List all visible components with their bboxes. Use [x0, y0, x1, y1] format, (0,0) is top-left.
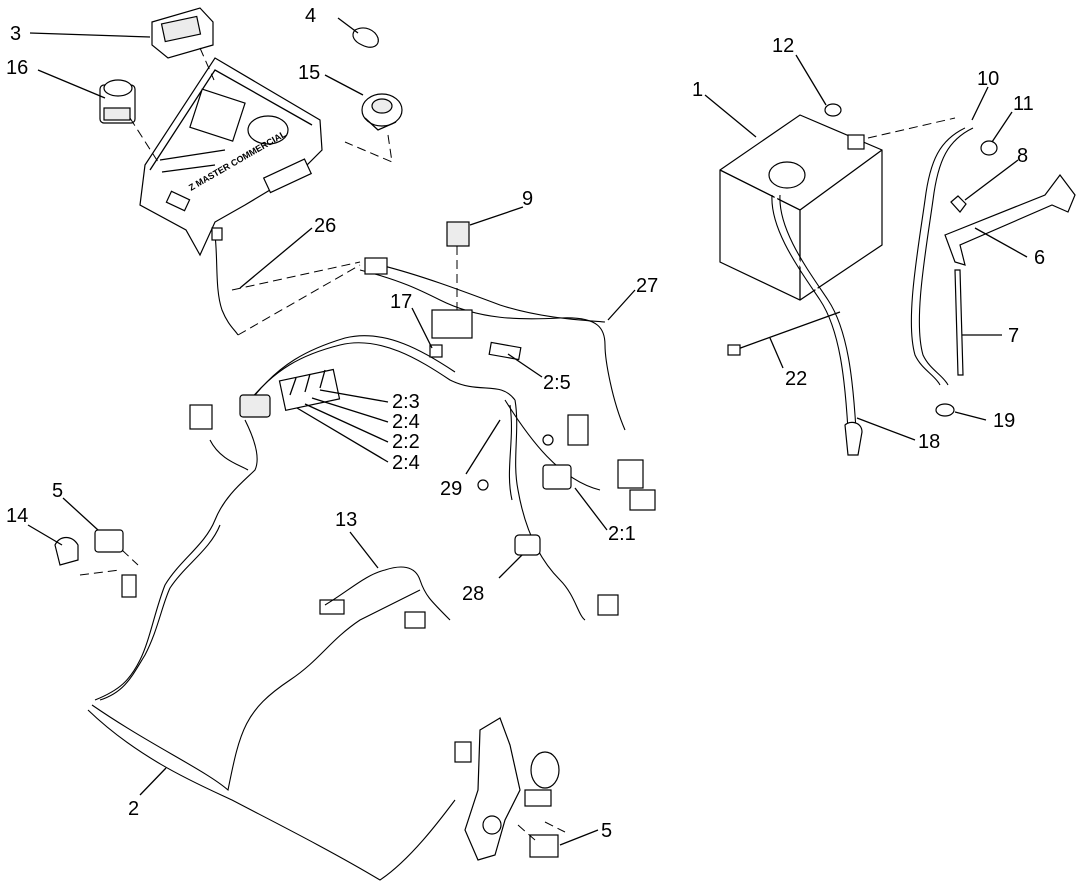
callout-1: 1: [692, 79, 703, 101]
callout-2-2: 2:2: [392, 431, 420, 453]
battery-hold-down: [944, 174, 1076, 266]
nut-12: [824, 103, 842, 117]
callout-2-5: 2:5: [543, 372, 571, 394]
callout-5-left: 5: [52, 480, 63, 502]
nut-11: [980, 140, 998, 156]
callout-2: 2: [128, 798, 139, 820]
callout-27: 27: [636, 275, 658, 297]
callout-6: 6: [1034, 247, 1045, 269]
callout-10: 10: [977, 68, 999, 90]
callout-8: 8: [1017, 145, 1028, 167]
hour-meter: [151, 7, 215, 81]
callout-28: 28: [462, 583, 484, 605]
leader-lines: [27, 17, 1028, 846]
callout-2-1: 2:1: [608, 523, 636, 545]
callout-18: 18: [918, 431, 940, 453]
panel-sub-harness: [214, 234, 239, 336]
callout-13: 13: [335, 509, 357, 531]
plug-part: [352, 27, 379, 48]
ignition-switch: [344, 93, 403, 163]
callout-12: 12: [772, 35, 794, 57]
callout-15: 15: [298, 62, 320, 84]
callout-2-4-a: 2:4: [392, 411, 420, 433]
callout-11: 11: [1013, 93, 1034, 115]
control-panel: Z MASTER COMMERCIAL: [139, 57, 323, 257]
callout-29: 29: [440, 478, 462, 500]
callout-17: 17: [390, 291, 412, 313]
cable-tie: [734, 311, 841, 351]
battery: [719, 114, 883, 301]
negative-cable: [771, 194, 849, 431]
callout-22: 22: [785, 368, 807, 390]
seat-switch: [54, 529, 139, 598]
positive-cable: [910, 127, 966, 386]
callout-14: 14: [6, 505, 28, 527]
interlock-harness: [324, 566, 451, 621]
callout-3: 3: [10, 23, 21, 45]
cable-terminal: [844, 421, 863, 456]
callout-26: 26: [314, 215, 336, 237]
callout-2-4-b: 2:4: [392, 452, 420, 474]
harness-connectors: [189, 257, 656, 629]
callout-19: 19: [993, 410, 1015, 432]
relay: [446, 221, 470, 310]
wing-nut: [950, 195, 967, 213]
callout-7: 7: [1008, 325, 1019, 347]
callout-4: 4: [305, 5, 316, 27]
callout-labels: 1 2 3 4 5 5 6 7 8 9 10 11 12 13 14 15 16…: [6, 5, 1045, 842]
callout-9: 9: [522, 188, 533, 210]
cable-link: [867, 117, 956, 139]
main-harness: [87, 261, 626, 881]
callout-5-bottom: 5: [601, 820, 612, 842]
brake-switch-bracket: [454, 717, 566, 861]
callout-2-3: 2:3: [392, 391, 420, 413]
washer: [935, 403, 955, 417]
callout-16: 16: [6, 57, 28, 79]
hold-down-rod: [954, 269, 964, 376]
pto-switch: [99, 79, 161, 166]
